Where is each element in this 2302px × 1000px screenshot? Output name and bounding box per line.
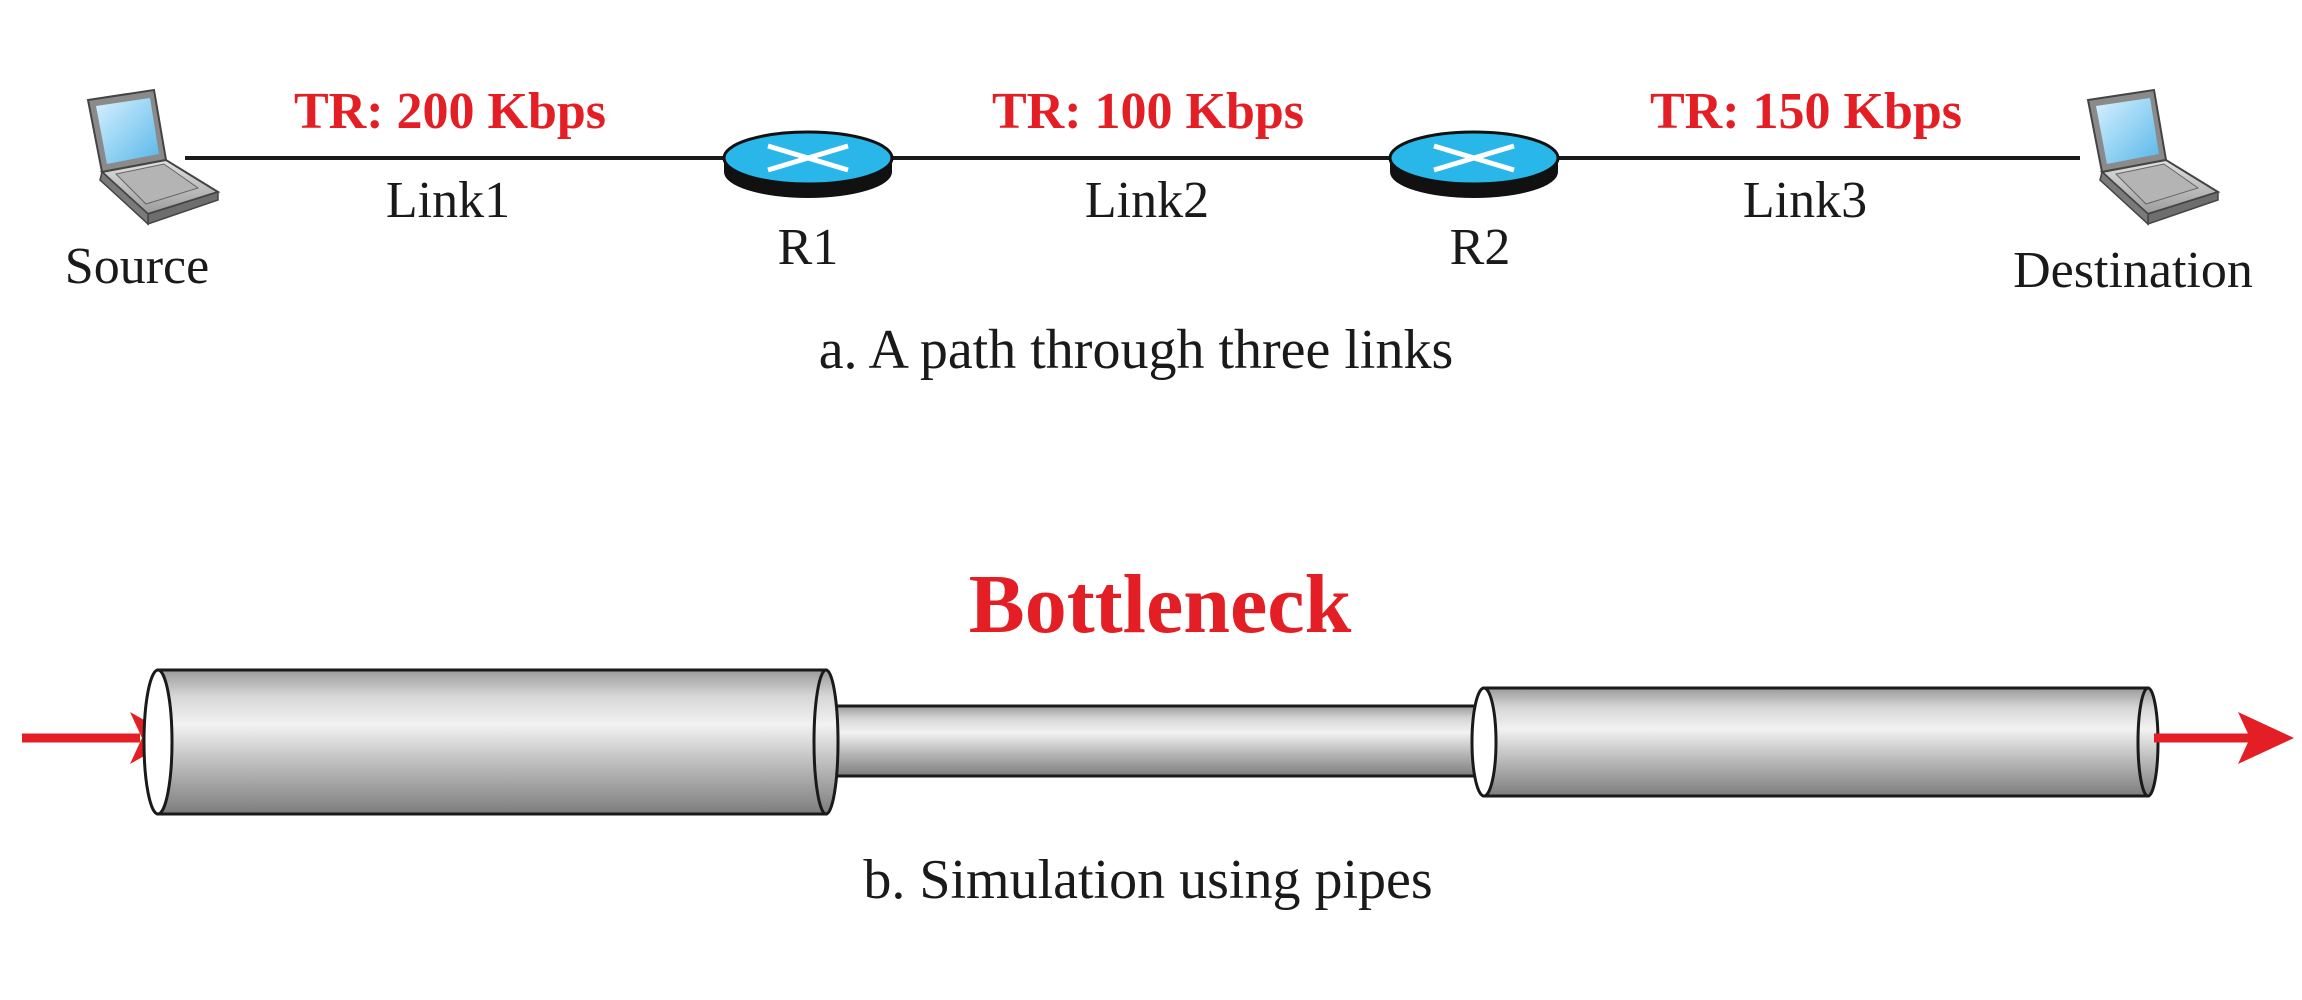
r1-router-icon xyxy=(722,130,894,198)
pipe-simulation: Bottleneck b. Simulation using xyxy=(22,558,2294,911)
pipe-link2 xyxy=(818,704,1506,778)
r2-router-icon xyxy=(1388,130,1560,198)
r2-label: R2 xyxy=(1450,219,1511,276)
link1-rate: TR: 200 Kbps xyxy=(294,83,606,140)
link2-label: Link2 xyxy=(1085,172,1209,229)
path-diagram: TR: 200 Kbps TR: 100 Kbps TR: 150 Kbps L… xyxy=(65,83,2253,381)
destination-label: Destination xyxy=(2013,242,2253,299)
link3-rate: TR: 150 Kbps xyxy=(1650,83,1962,140)
pipe-link3 xyxy=(1470,686,2160,798)
link3-label: Link3 xyxy=(1743,172,1867,229)
r1-label: R1 xyxy=(778,219,839,276)
destination-laptop-icon xyxy=(2086,88,2221,226)
output-arrow-icon xyxy=(2154,712,2294,764)
link2-rate: TR: 100 Kbps xyxy=(992,83,1304,140)
source-laptop-icon xyxy=(86,88,221,226)
caption-b: b. Simulation using pipes xyxy=(863,849,1432,911)
bottleneck-title: Bottleneck xyxy=(969,558,1352,651)
link1-label: Link1 xyxy=(386,172,510,229)
pipe-link1 xyxy=(142,668,840,816)
caption-a: a. A path through three links xyxy=(819,319,1454,381)
source-label: Source xyxy=(65,238,209,295)
